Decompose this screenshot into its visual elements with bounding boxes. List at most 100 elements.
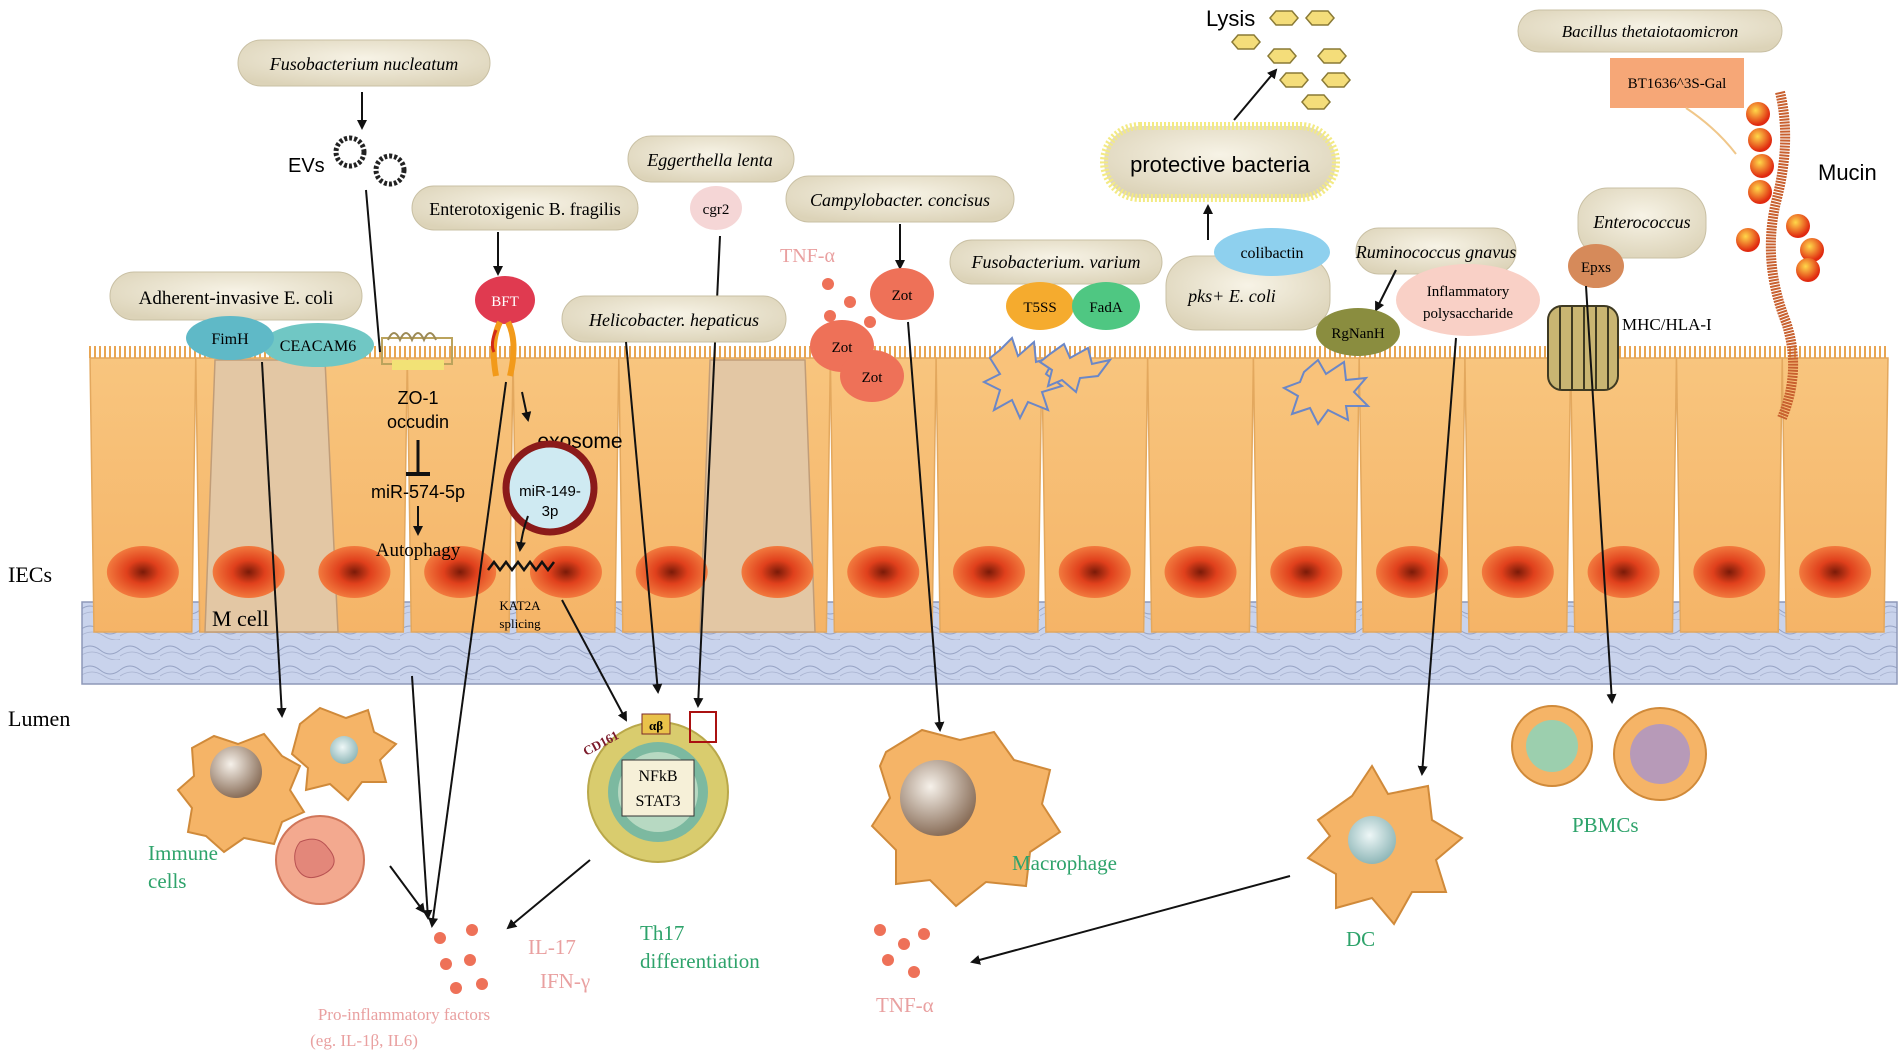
pks-ecoli-label: pks+ E. coli — [1186, 286, 1276, 306]
cell-nucleus — [1058, 546, 1131, 598]
lysis-fragment — [1231, 34, 1261, 50]
fada-label: FadA — [1089, 300, 1123, 316]
colibactin-label: colibactin — [1240, 245, 1303, 262]
nfkb-label: NFkB — [638, 768, 677, 785]
cell-nucleus — [1587, 546, 1660, 598]
pbmc-cell-2 — [1613, 707, 1707, 801]
dendritic-cell — [1306, 764, 1464, 926]
cell-nucleus — [1693, 546, 1766, 598]
mucin-glycans-icon — [1736, 102, 1824, 282]
lysis-fragment — [1317, 48, 1347, 64]
t5ss-label: T5SS — [1023, 300, 1056, 316]
tnf-dots-bottom — [874, 924, 930, 978]
mir149-label-2: 3p — [542, 503, 559, 520]
rgnanh-enzyme — [1316, 308, 1400, 356]
cell-nucleus — [635, 546, 708, 598]
eggerthella-bubble — [627, 135, 795, 183]
th17-label-2: differentiation — [640, 949, 760, 973]
nuclei-row — [106, 546, 1872, 598]
lysis-fragment — [1267, 48, 1297, 64]
il17-label: IL-17 — [528, 935, 576, 959]
mir574-label: miR-574-5p — [371, 482, 465, 502]
burst-icon-2 — [1281, 358, 1371, 426]
enterococcus-label: Enterococcus — [1592, 212, 1690, 232]
mhc-channel-icon — [1547, 305, 1619, 391]
bt1636-enzyme — [1610, 58, 1744, 108]
protective-label: protective bacteria — [1130, 152, 1311, 177]
campylobacter-bubble — [785, 175, 1015, 223]
fimh-label: FimH — [211, 331, 249, 348]
macrophage-label: Macrophage — [1012, 851, 1117, 875]
lysis-fragment — [1321, 72, 1351, 88]
epxs-label: Epxs — [1581, 260, 1611, 276]
pro-inflam-label-1: Pro-inflammatory factors — [318, 1005, 490, 1024]
aiec-label: Adherent-invasive E. coli — [139, 288, 334, 309]
lumen-label: Lumen — [8, 706, 70, 731]
mucin-strand — [1765, 90, 1799, 420]
ruminococcus-label: Ruminococcus gnavus — [1355, 242, 1516, 262]
fuso-varium-label: Fusobacterium. varium — [971, 252, 1141, 272]
tnf-top-label: TNF-α — [780, 245, 835, 267]
pbmc-cell-1 — [1511, 705, 1593, 787]
lysis-fragment — [1301, 94, 1331, 110]
ceacam6-label: CEACAM6 — [280, 338, 356, 355]
bft-label: BFT — [491, 294, 519, 310]
cell-nucleus — [1376, 546, 1449, 598]
cell-nucleus — [318, 546, 391, 598]
cell-nucleus — [1164, 546, 1237, 598]
lysis-fragment — [1305, 10, 1335, 26]
etbf-label: Enterotoxigenic B. fragilis — [429, 199, 620, 219]
t5ss-protein — [1006, 282, 1074, 330]
inflam-poly-label-1: Inflammatory — [1427, 284, 1510, 300]
tight-junction-icon — [381, 332, 453, 370]
lysis-fragment — [1269, 10, 1299, 26]
exosome-vesicle — [502, 440, 598, 536]
zot-label-1: Zot — [892, 288, 914, 304]
enterococcus-bubble — [1577, 187, 1707, 259]
zot-toxin-3 — [840, 350, 904, 402]
fimh-adhesin — [186, 316, 274, 360]
eggerthella-label: Eggerthella lenta — [646, 150, 772, 170]
etbf-bubble — [411, 185, 639, 231]
lysis-fragment — [1279, 72, 1309, 88]
kat2a-rna-icon — [487, 559, 555, 573]
m-cell-label: M cell — [212, 606, 269, 631]
pro-inflam-dots — [434, 924, 488, 994]
helicobacter-label: Helicobacter. hepaticus — [588, 310, 759, 330]
zot-label-3: Zot — [862, 370, 884, 386]
pro-inflam-label-2: (eg. IL-1β, IL6) — [310, 1031, 418, 1050]
bacillus-label: Bacillus thetaiotaomicron — [1562, 22, 1738, 41]
zot-toxin-1 — [870, 268, 934, 320]
kat2a-label: KAT2A — [499, 598, 541, 613]
helicobacter-bubble — [561, 295, 787, 343]
macrophage-cell — [870, 728, 1062, 908]
cell-nucleus — [106, 546, 179, 598]
cell-nucleus — [1481, 546, 1554, 598]
cell-nucleus — [529, 546, 602, 598]
cgr2-enzyme — [690, 186, 742, 230]
rgnanh-label: RgNanH — [1331, 326, 1384, 342]
mir149-label-1: miR-149- — [519, 483, 581, 500]
mhc-label: MHC/HLA-I — [1622, 315, 1712, 334]
occudin-label: occudin — [387, 412, 449, 432]
evs-label: EVs — [288, 155, 325, 177]
splicing-label: splicing — [499, 616, 541, 631]
immune-cell-neutrophil — [275, 815, 365, 905]
colibactin-molecule — [1214, 228, 1330, 276]
ab-receptor-label: αβ — [649, 718, 663, 733]
dc-label: DC — [1346, 927, 1375, 951]
bft-toxin — [475, 276, 535, 324]
cgr2-label: cgr2 — [703, 202, 730, 218]
immune-label-2: cells — [148, 869, 186, 893]
zo1-label: ZO-1 — [397, 388, 438, 408]
ifng-label: IFN-γ — [540, 969, 590, 993]
immune-label-1: Immune — [148, 841, 218, 865]
autophagy-label: Autophagy — [376, 540, 461, 561]
cell-nucleus — [953, 546, 1025, 598]
immune-cell-dendritic-small — [290, 706, 398, 802]
microvilli — [89, 346, 1886, 358]
epxs-protein — [1568, 244, 1624, 288]
burst-icon — [981, 336, 1113, 421]
fuso-nucleatum-label: Fusobacterium nucleatum — [269, 54, 458, 74]
